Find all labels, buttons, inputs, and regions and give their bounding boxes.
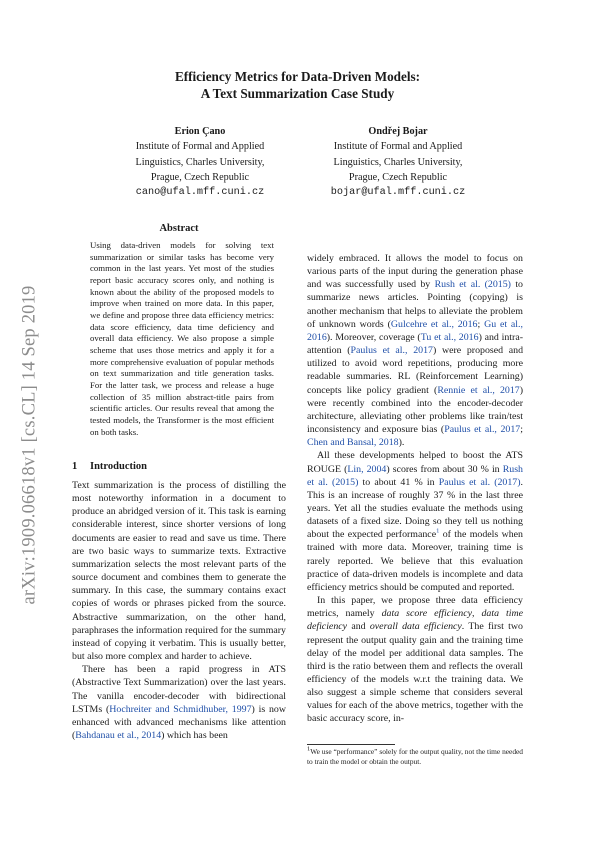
intro-paragraph-4: All these developments helped to boost t… xyxy=(307,449,523,594)
intro-paragraph-1: Text summarization is the process of dis… xyxy=(72,480,286,663)
author-block-2: Ondřej Bojar Institute of Formal and App… xyxy=(303,124,493,200)
section-title: Introduction xyxy=(90,461,147,472)
intro-left-column: Text summarization is the process of dis… xyxy=(72,479,286,742)
citation-link[interactable]: Gulcehre et al., 2016 xyxy=(390,318,478,330)
citation-link[interactable]: Gu et al., 2016 xyxy=(307,318,523,343)
citation-link[interactable]: Paulus et al., 2017 xyxy=(444,424,521,436)
text-span: ; xyxy=(477,318,485,330)
footnote-rule xyxy=(307,744,395,745)
text-span: ) were recently combined into the encode… xyxy=(307,384,523,436)
citation-link[interactable]: Bahdanau et al., 2014 xyxy=(75,729,162,741)
metric-name: data time deficiency xyxy=(307,608,524,633)
text-span: In this paper, we propose three data eff… xyxy=(307,595,523,620)
author-affiliation: Linguistics, Charles University, xyxy=(135,156,265,168)
author-email[interactable]: cano@ufal.mff.cuni.cz xyxy=(135,187,265,199)
text-span: ) and intra-attention ( xyxy=(307,331,524,357)
intro-right-column: widely embraced. It allows the model to … xyxy=(307,252,523,726)
section-number: 1 xyxy=(72,461,78,472)
text-span: All these developments helped to boost t… xyxy=(307,450,523,475)
text-span: ). xyxy=(398,437,405,449)
arxiv-stamp: arXiv:1909.06618v1 [cs.CL] 14 Sep 2019 xyxy=(10,265,50,625)
metric-name: data score efficiency xyxy=(381,608,472,620)
footnote-mark: 1 xyxy=(307,745,311,753)
intro-paragraph-3: widely embraced. It allows the model to … xyxy=(307,252,523,449)
text-span: to about 41 % in xyxy=(358,476,439,488)
text-span: ) which has been xyxy=(161,729,228,741)
author-affiliation: Linguistics, Charles University, xyxy=(333,156,463,168)
abstract-heading: Abstract xyxy=(159,223,199,234)
text-span: . This is an increase of roughly 37 % in… xyxy=(307,476,523,541)
text-span: ) were proposed and utilized to avoid wo… xyxy=(307,345,524,396)
section-heading: 1 Introduction xyxy=(72,461,147,472)
footnote-marker[interactable]: 1 xyxy=(436,527,440,535)
author-email[interactable]: bojar@ufal.mff.cuni.cz xyxy=(330,187,466,199)
citation-link[interactable]: Rush et al. (2015) xyxy=(434,279,511,291)
metric-name: overall data efficiency xyxy=(369,621,462,633)
citation-link[interactable]: Paulus et al. (2017) xyxy=(438,476,521,488)
text-span: widely embraced. It allows the model to … xyxy=(307,253,523,291)
author-affiliation: Prague, Czech Republic xyxy=(348,171,448,183)
citation-link[interactable]: Chen and Bansal, 2018 xyxy=(307,437,399,449)
author-block-1: Erion Çano Institute of Formal and Appli… xyxy=(105,124,295,200)
text-span: There has been a rapid progress in ATS (… xyxy=(72,664,286,715)
text-span: ). Moreover, coverage ( xyxy=(326,331,421,343)
footnote: 1We use “performance” solely for the out… xyxy=(307,745,523,767)
author-name: Ondřej Bojar xyxy=(368,126,428,137)
text-span: ) is now enhanced with advanced mechanis… xyxy=(72,703,286,741)
footnote-text: We use “performance” solely for the outp… xyxy=(307,747,523,766)
text-span: and xyxy=(347,621,370,633)
text-span: ) scores from about 30 % in xyxy=(386,463,503,475)
text-span: , xyxy=(471,608,482,620)
citation-link[interactable]: Rush et al. (2015) xyxy=(307,463,523,488)
text-span: . The first two represent the output qua… xyxy=(307,621,523,725)
intro-paragraph-2: There has been a rapid progress in ATS (… xyxy=(72,663,286,742)
author-affiliation: Prague, Czech Republic xyxy=(150,171,250,183)
citation-link[interactable]: Hochreiter and Schmidhuber, 1997 xyxy=(109,703,252,715)
text-span: to summarize news articles. Pointing (co… xyxy=(307,279,523,330)
text-span: ; xyxy=(520,424,523,436)
abstract-text: Using data-driven models for solving tex… xyxy=(90,240,274,437)
arxiv-stamp-text: arXiv:1909.06618v1 [cs.CL] 14 Sep 2019 xyxy=(19,285,40,605)
citation-link[interactable]: Paulus et al., 2017 xyxy=(350,345,433,357)
title-line-2: A Text Summarization Case Study xyxy=(200,85,395,101)
citation-link[interactable]: Lin, 2004 xyxy=(347,463,387,475)
citation-link[interactable]: Rennie et al., 2017 xyxy=(437,384,520,396)
paper-title: Efficiency Metrics for Data-Driven Model… xyxy=(72,69,523,102)
title-line-1: Efficiency Metrics for Data-Driven Model… xyxy=(174,69,421,84)
intro-paragraph-5: In this paper, we propose three data eff… xyxy=(307,594,523,726)
citation-link[interactable]: Tu et al., 2016 xyxy=(420,331,479,343)
author-affiliation: Institute of Formal and Applied xyxy=(135,141,265,153)
text-span: of the models when trained with more dat… xyxy=(307,529,523,593)
author-affiliation: Institute of Formal and Applied xyxy=(333,141,463,153)
author-name: Erion Çano xyxy=(174,126,226,137)
